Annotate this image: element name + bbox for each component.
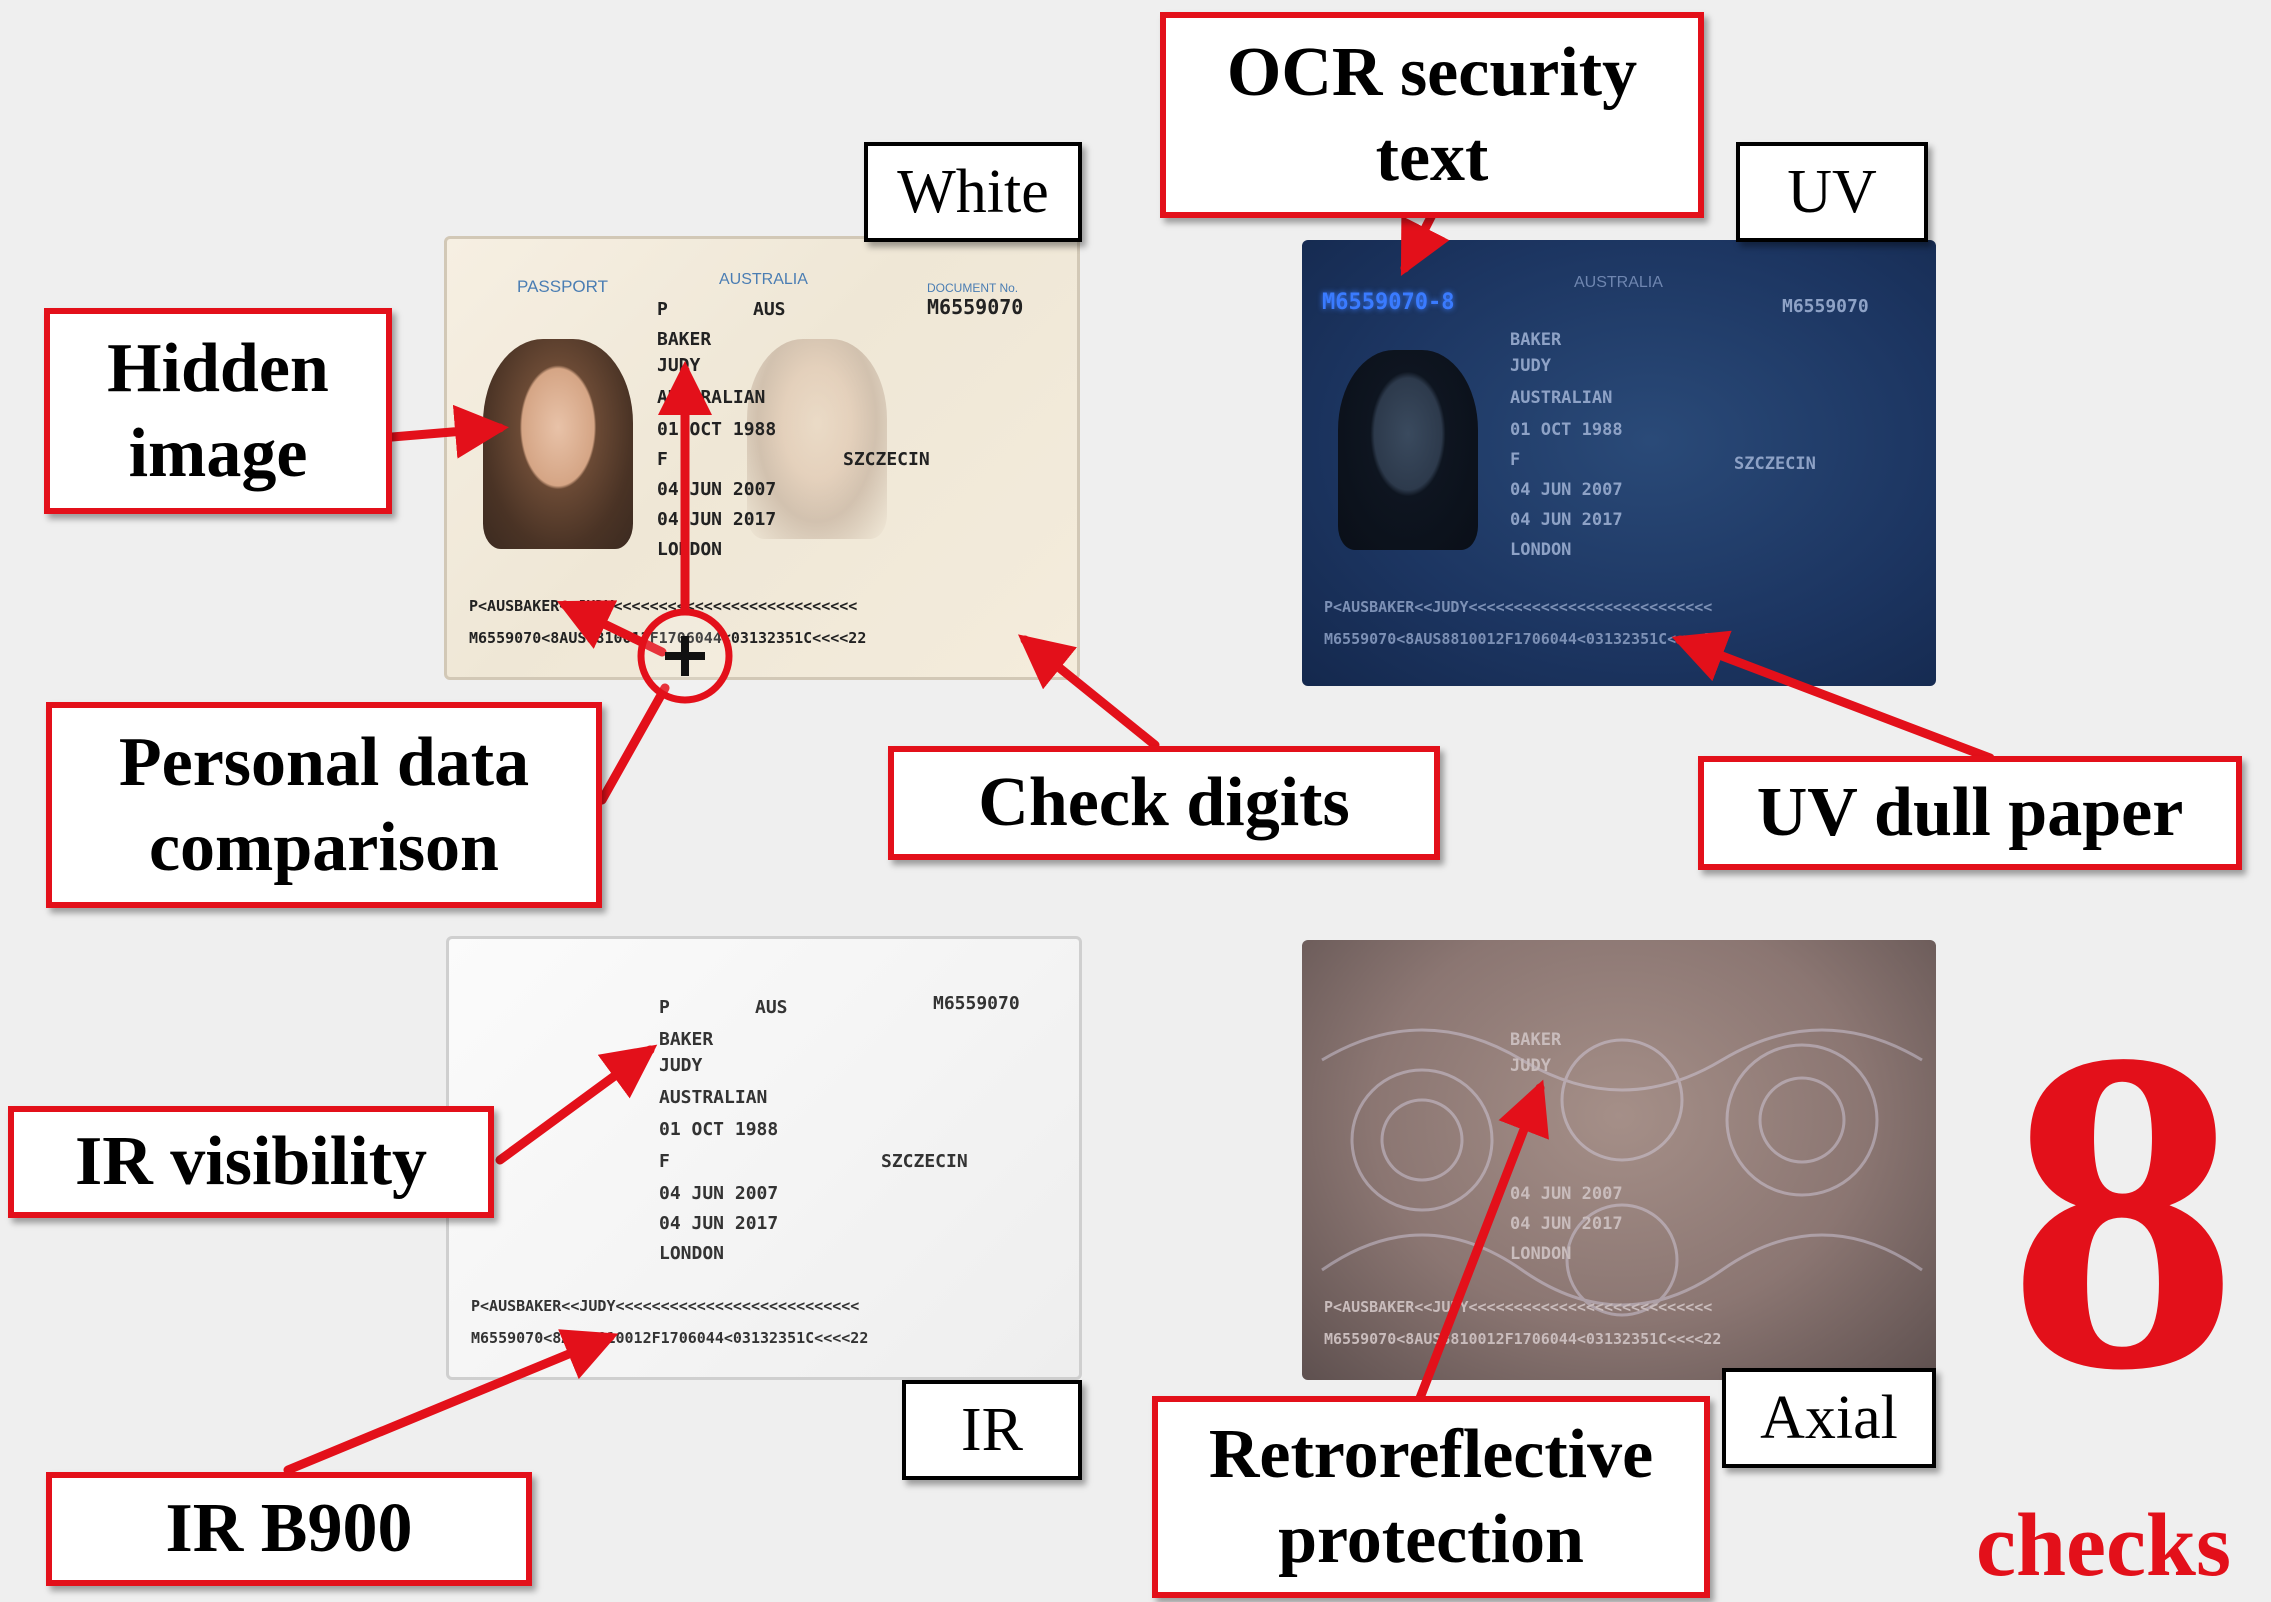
axial-authority: LONDON — [1510, 1244, 1572, 1264]
axial-expiry-date: 04 JUN 2017 — [1510, 1214, 1623, 1234]
passport-nationality: AUSTRALIAN — [657, 387, 766, 408]
uv-mrz-line-2: M6559070<8AUS8810012F1706044<03132351C<<… — [1324, 630, 1722, 648]
callout-retroreflective-protection: Retroreflective protection — [1152, 1396, 1710, 1598]
passport-portrait-photo — [483, 339, 633, 549]
passport-sex: F — [657, 449, 668, 470]
passport-country-label: AUSTRALIA — [719, 271, 808, 288]
callout-ir-b900: IR B900 — [46, 1472, 532, 1586]
passport-expiry-date: 04 JUN 2017 — [657, 509, 777, 530]
uv-expiry-date: 04 JUN 2017 — [1510, 510, 1623, 530]
mrz-line-2: M6559070<8AUS8810012F1706044<03132351C<<… — [469, 629, 867, 647]
ir-code: AUS — [755, 997, 788, 1018]
ir-mrz-line-2: M6559070<8AUS8810012F1706044<03132351C<<… — [471, 1329, 869, 1347]
uv-portrait-photo — [1338, 350, 1478, 550]
passport-header-label: PASSPORT — [517, 277, 609, 296]
uv-given-name: JUDY — [1510, 356, 1551, 376]
uv-birth-place: SZCZECIN — [1734, 454, 1816, 474]
ir-expiry-date: 04 JUN 2017 — [659, 1213, 779, 1234]
label-uv-light: UV — [1736, 142, 1928, 242]
passport-doc-no-label: DOCUMENT No. — [927, 281, 1019, 295]
passport-ir-light-image: P AUS M6559070 BAKER JUDY AUSTRALIAN 01 … — [446, 936, 1082, 1380]
uv-sex: F — [1510, 450, 1521, 470]
ir-sex: F — [659, 1151, 670, 1172]
uv-mrz-line-1: P<AUSBAKER<<JUDY<<<<<<<<<<<<<<<<<<<<<<<<… — [1324, 598, 1713, 616]
passport-authority: LONDON — [657, 539, 723, 560]
passport-white-light-image: PASSPORT AUSTRALIA DOCUMENT No. M6559070… — [444, 236, 1080, 680]
ir-given-name: JUDY — [659, 1055, 703, 1076]
label-ir-light: IR — [902, 1380, 1082, 1480]
uv-doc-number: M6559070 — [1782, 296, 1869, 317]
ir-issue-date: 04 JUN 2007 — [659, 1183, 779, 1204]
axial-issue-date: 04 JUN 2007 — [1510, 1184, 1623, 1204]
passport-type: P — [657, 299, 668, 320]
ir-nationality: AUSTRALIAN — [659, 1087, 768, 1108]
uv-ocr-security-text: M6559070-8 — [1322, 290, 1455, 315]
passport-axial-light-image: BAKER JUDY 04 JUN 2007 04 JUN 2017 LONDO… — [1302, 940, 1936, 1380]
ir-mrz-line-1: P<AUSBAKER<<JUDY<<<<<<<<<<<<<<<<<<<<<<<<… — [471, 1297, 860, 1315]
uv-surname: BAKER — [1510, 330, 1562, 350]
uv-birth-date: 01 OCT 1988 — [1510, 420, 1623, 440]
uv-nationality: AUSTRALIAN — [1510, 388, 1613, 408]
uv-country-label: AUSTRALIA — [1574, 274, 1663, 291]
mrz-line-1: P<AUSBAKER<<JUDY<<<<<<<<<<<<<<<<<<<<<<<<… — [469, 597, 858, 615]
checks-count: 8 — [2008, 955, 2238, 1465]
checks-unit: checks — [1976, 1496, 2231, 1595]
ir-birth-place: SZCZECIN — [881, 1151, 968, 1172]
callout-ocr-security-text: OCR security text — [1160, 12, 1704, 218]
passport-birth-place: SZCZECIN — [843, 449, 930, 470]
label-white-light: White — [864, 142, 1082, 242]
passport-issue-date: 04 JUN 2007 — [657, 479, 777, 500]
label-axial-light: Axial — [1722, 1368, 1936, 1468]
ir-birth-date: 01 OCT 1988 — [659, 1119, 779, 1140]
connector-personal-data — [597, 683, 670, 805]
uv-authority: LONDON — [1510, 540, 1572, 560]
passport-birth-date: 01 OCT 1988 — [657, 419, 777, 440]
callout-uv-dull-paper: UV dull paper — [1698, 756, 2242, 870]
ir-doc-number: M6559070 — [933, 993, 1020, 1014]
passport-ghost-image — [747, 339, 887, 539]
axial-mrz-line-2: M6559070<8AUS8810012F1706044<03132351C<<… — [1324, 1330, 1722, 1348]
ir-authority: LONDON — [659, 1243, 725, 1264]
callout-personal-data-comparison: Personal data comparison — [46, 702, 602, 908]
passport-uv-light-image: M6559070-8 AUSTRALIA M6559070 BAKER JUDY… — [1302, 240, 1936, 686]
passport-given-name: JUDY — [657, 355, 701, 376]
passport-doc-number: M6559070 — [927, 295, 1024, 319]
axial-mrz-line-1: P<AUSBAKER<<JUDY<<<<<<<<<<<<<<<<<<<<<<<<… — [1324, 1298, 1713, 1316]
passport-code: AUS — [753, 299, 786, 320]
callout-hidden-image: Hidden image — [44, 308, 392, 514]
passport-surname: BAKER — [657, 329, 712, 350]
uv-issue-date: 04 JUN 2007 — [1510, 480, 1623, 500]
axial-surname: BAKER — [1510, 1030, 1562, 1050]
axial-given-name: JUDY — [1510, 1056, 1551, 1076]
ir-type: P — [659, 997, 670, 1018]
ir-surname: BAKER — [659, 1029, 714, 1050]
callout-ir-visibility: IR visibility — [8, 1106, 494, 1218]
callout-check-digits: Check digits — [888, 746, 1440, 860]
